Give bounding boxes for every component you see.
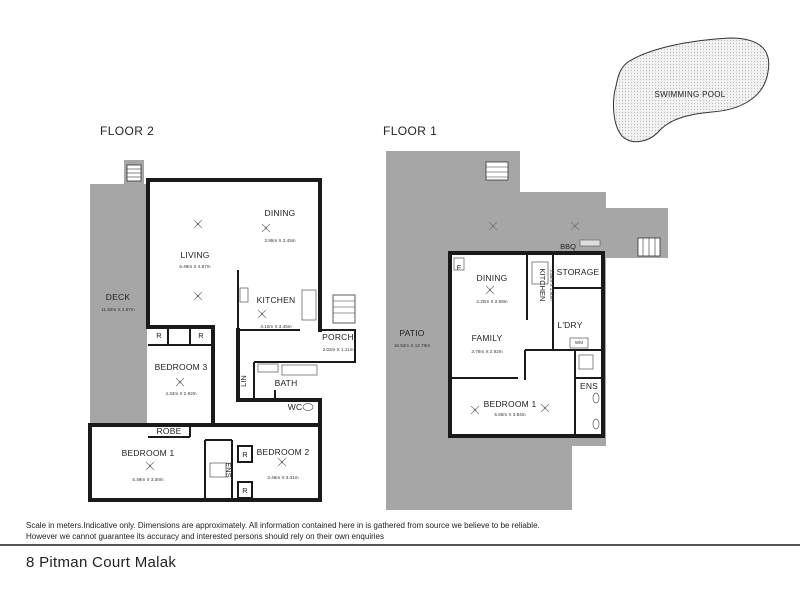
robe-r-label-2: R <box>198 331 204 340</box>
dining-label: DINING <box>265 208 296 218</box>
bedroom2-dim: 3.45m X 3.31m <box>267 475 298 480</box>
ens-label: ENS <box>224 462 233 477</box>
porch-label: PORCH <box>322 332 354 342</box>
kitchen-label-f1: KITCHEN <box>538 269 547 302</box>
dining-label-f1: DINING <box>477 273 508 283</box>
floor1-title: FLOOR 1 <box>383 124 437 138</box>
patio-dim: 16.52m X 12.79m <box>394 343 430 348</box>
storage-label: STORAGE <box>557 267 600 277</box>
bbq-label: BBQ <box>560 242 576 251</box>
fridge-label: F <box>457 263 462 272</box>
ens-label-f1: ENS <box>580 381 598 391</box>
living-label: LIVING <box>180 250 209 260</box>
property-address: 8 Pitman Court Malak <box>26 554 177 571</box>
swimming-pool: SWIMMING POOL <box>613 37 770 143</box>
floor2-plan: DECK 11.82m X 2.57m LIVING 6.49m X 4.87m… <box>88 160 356 502</box>
family-dim: 3.76m X 2.92m <box>471 349 502 354</box>
deck-label: DECK <box>106 292 131 302</box>
bedroom1-label-f1: BEDROOM 1 <box>484 399 537 409</box>
kitchen-dim-f1: 2.58m X 1.40m <box>549 269 554 300</box>
bed2-r-label-2: R <box>242 486 248 495</box>
lin-label: LIN <box>239 375 248 387</box>
dining-dim: 3.95m X 3.45m <box>264 238 295 243</box>
bedroom1-dim: 5.49m X 3.30m <box>132 477 163 482</box>
bedroom3-label: BEDROOM 3 <box>155 362 208 372</box>
disclaimer-text: Scale in meters.Indicative only. Dimensi… <box>26 521 540 541</box>
deck-stairs-icon <box>126 164 142 182</box>
patio-stairs-icon <box>485 161 509 181</box>
footer-divider <box>0 544 800 546</box>
living-dim: 6.49m X 4.87m <box>179 264 210 269</box>
kitchen-dim: 4.10m X 3.45m <box>260 324 291 329</box>
bath-label: BATH <box>275 378 298 388</box>
bedroom1-label: BEDROOM 1 <box>122 448 175 458</box>
bedroom2-label: BEDROOM 2 <box>257 447 310 457</box>
laundry-label: L'DRY <box>557 320 582 330</box>
wm-label: WM <box>575 340 583 345</box>
family-label: FAMILY <box>472 333 503 343</box>
porch-dim: 2.02m X 1.11m <box>323 347 354 352</box>
patio-side-stairs-icon <box>637 237 661 257</box>
patio-label: PATIO <box>399 328 424 338</box>
floor-plan-drawing: SWIMMING POOL FLOOR 2 FLOOR 1 <box>88 37 770 510</box>
robe-label: ROBE <box>157 426 182 436</box>
porch-stairs-icon <box>332 294 356 324</box>
deck-area <box>90 184 147 424</box>
deck-dim: 11.82m X 2.57m <box>101 307 135 312</box>
wc-label: WC <box>288 402 303 412</box>
bedroom3-dim: 4.34m X 2.92m <box>165 391 196 396</box>
floor2-title: FLOOR 2 <box>100 124 154 138</box>
floor1-plan: PATIO 16.52m X 12.79m BBQ F DINING 2.20m… <box>386 151 668 510</box>
bed2-r-label-1: R <box>242 450 248 459</box>
kitchen-label: KITCHEN <box>257 295 296 305</box>
bedroom1-dim-f1: 5.60m X 3.84m <box>494 412 525 417</box>
dining-dim-f1: 2.20m X 2.58m <box>476 299 507 304</box>
robe-r-label-1: R <box>156 331 162 340</box>
pool-label: SWIMMING POOL <box>654 90 725 99</box>
